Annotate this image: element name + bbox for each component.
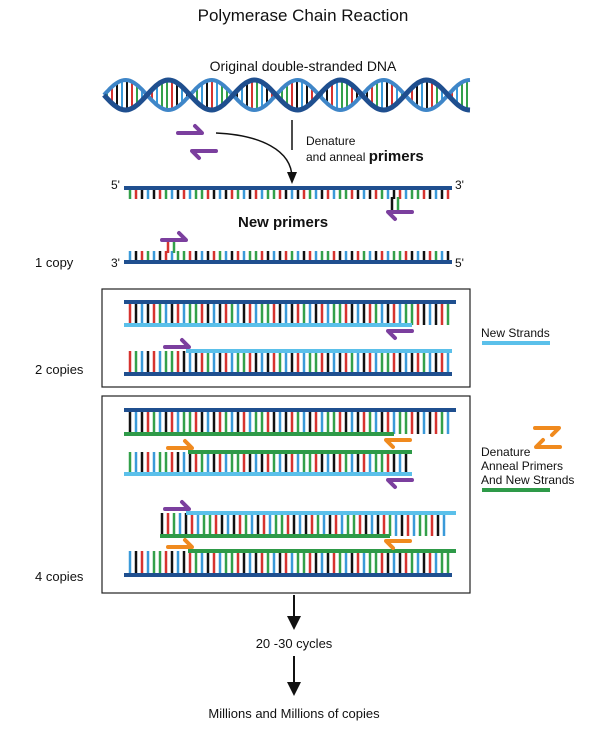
two-copies-label: 2 copies: [35, 362, 84, 377]
dna-strands: [124, 186, 456, 577]
down-arrow-head: [287, 682, 301, 696]
primer: [166, 538, 194, 549]
dna-ladder: [124, 251, 452, 264]
denature-label-line2: and anneal primers: [306, 148, 424, 165]
strand-label-5-prime-top: 5': [111, 178, 120, 192]
primer: [163, 338, 191, 349]
primers-word: primers: [368, 148, 424, 165]
dna-ladder: [124, 549, 456, 577]
primer: [160, 231, 188, 242]
legend-denature-line2: Anneal Primers: [481, 459, 564, 473]
primer: [534, 438, 562, 449]
primer: [163, 500, 191, 511]
one-copy-label: 1 copy: [35, 255, 74, 270]
helix-strand-back: [102, 77, 471, 113]
result-label: Millions and Millions of copies: [208, 706, 380, 721]
primer: [384, 539, 412, 550]
helix-strand-front: [102, 77, 471, 113]
primer: [386, 210, 414, 221]
curved-arrow-head: [287, 172, 297, 184]
page-title: Polymerase Chain Reaction: [197, 6, 409, 25]
primer: [386, 329, 414, 340]
primer: [190, 149, 218, 160]
primer: [386, 478, 414, 489]
primer: [176, 124, 204, 135]
strand-label-3-prime-top: 3': [455, 178, 464, 192]
primer: [384, 438, 412, 449]
denature-label-prefix: and anneal: [306, 150, 369, 164]
primer: [533, 426, 561, 437]
primer: [166, 439, 194, 450]
curved-arrow: [215, 132, 293, 179]
double-helix: [102, 77, 471, 113]
dna-ladder: [124, 450, 412, 476]
boxes-and-arrows: [101, 120, 550, 696]
four-copies-box: [101, 395, 471, 594]
legend-denature-line1: Denature: [481, 445, 531, 459]
dna-ladder: [124, 300, 456, 327]
two-copies-box: [101, 288, 471, 388]
legend-denature-line3: And New Strands: [481, 473, 575, 487]
new-primers-label: New primers: [238, 214, 329, 231]
strand-label-5-prime-bottom: 5': [455, 256, 464, 270]
cycles-label: 20 -30 cycles: [255, 636, 333, 651]
dna-ladder: [124, 186, 452, 199]
denature-label-line1: Denature: [306, 134, 356, 148]
primers: [160, 124, 562, 550]
strand-label-3-prime-bottom: 3': [111, 256, 120, 270]
dna-ladder: [124, 349, 452, 376]
legend-new-strands-label: New Strands: [481, 326, 550, 340]
original-dna-label: Original double-stranded DNA: [209, 58, 397, 74]
four-copies-label: 4 copies: [35, 569, 84, 584]
dna-ladder: [124, 408, 456, 436]
down-arrow-head: [287, 616, 301, 630]
dna-ladder: [160, 511, 456, 538]
